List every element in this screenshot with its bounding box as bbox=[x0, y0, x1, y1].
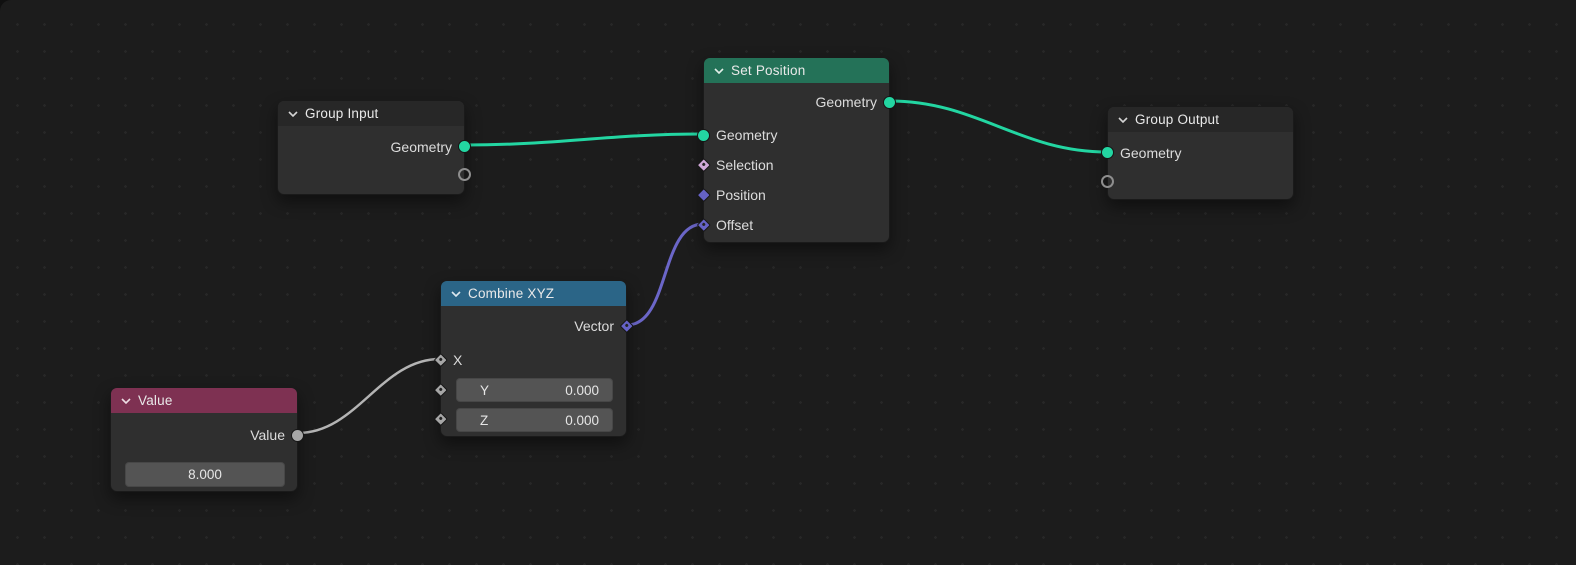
node-title: Value bbox=[138, 393, 173, 408]
node-title: Set Position bbox=[731, 63, 806, 78]
node-title: Group Input bbox=[305, 106, 379, 121]
offset-input-socket[interactable] bbox=[697, 218, 711, 232]
vector-output-socket[interactable] bbox=[619, 319, 633, 333]
geometry-input-socket[interactable] bbox=[697, 129, 710, 142]
chevron-down-icon[interactable] bbox=[288, 110, 298, 117]
node-group-input[interactable]: Group Input Geometry bbox=[277, 100, 471, 195]
wire-groupinput-to-setposition bbox=[464, 132, 704, 147]
field-value: 8.000 bbox=[188, 467, 222, 482]
socket-row-position-input: Position bbox=[697, 180, 889, 210]
socket-label: Selection bbox=[716, 157, 774, 173]
socket-row-x-input: X bbox=[434, 345, 626, 375]
z-input-socket[interactable] bbox=[434, 412, 448, 426]
geometry-output-socket[interactable] bbox=[458, 140, 471, 153]
socket-label: Position bbox=[716, 187, 766, 203]
node-combine-xyz[interactable]: Combine XYZ Vector X Y 0.000 Z 0.000 bbox=[434, 280, 633, 437]
socket-label: Geometry bbox=[1120, 145, 1182, 161]
node-group-output[interactable]: Group Output Geometry bbox=[1101, 106, 1294, 200]
node-title: Group Output bbox=[1135, 112, 1220, 127]
socket-row-geometry-output: Geometry bbox=[278, 132, 471, 162]
y-input-socket[interactable] bbox=[434, 383, 448, 397]
socket-row-offset-input: Offset bbox=[697, 210, 889, 240]
node-combine-xyz-header[interactable]: Combine XYZ bbox=[441, 281, 626, 306]
value-field[interactable]: 8.000 bbox=[125, 462, 285, 487]
field-value: 0.000 bbox=[565, 412, 599, 428]
chevron-down-icon[interactable] bbox=[714, 67, 724, 74]
y-value-field[interactable]: Y 0.000 bbox=[456, 378, 613, 402]
socket-row-selection-input: Selection bbox=[697, 150, 889, 180]
node-title: Combine XYZ bbox=[468, 286, 555, 301]
socket-label: X bbox=[453, 352, 463, 368]
socket-row-geometry-input: Geometry bbox=[1101, 138, 1293, 168]
socket-label: Geometry bbox=[815, 94, 877, 110]
virtual-input-socket[interactable] bbox=[1101, 175, 1114, 188]
node-value-header[interactable]: Value bbox=[111, 388, 297, 413]
socket-row-value-output: Value bbox=[111, 420, 304, 450]
chevron-down-icon[interactable] bbox=[121, 397, 131, 404]
field-label: Y bbox=[480, 382, 490, 398]
node-set-position[interactable]: Set Position Geometry Geometry Selection… bbox=[697, 57, 896, 243]
node-group-input-header[interactable]: Group Input bbox=[278, 101, 464, 126]
socket-row-geometry-output: Geometry bbox=[704, 87, 896, 117]
chevron-down-icon[interactable] bbox=[451, 290, 461, 297]
node-set-position-header[interactable]: Set Position bbox=[704, 58, 889, 83]
socket-label: Geometry bbox=[716, 127, 778, 143]
node-group-output-header[interactable]: Group Output bbox=[1108, 107, 1293, 132]
geometry-input-socket[interactable] bbox=[1101, 146, 1114, 159]
socket-label: Offset bbox=[716, 217, 754, 233]
wire-combinexyz-to-offset bbox=[626, 222, 704, 327]
node-value[interactable]: Value Value 8.000 bbox=[110, 387, 304, 492]
chevron-down-icon[interactable] bbox=[1118, 116, 1128, 123]
z-value-field[interactable]: Z 0.000 bbox=[456, 408, 613, 432]
wire-value-to-x bbox=[297, 357, 441, 435]
x-input-socket[interactable] bbox=[434, 353, 448, 367]
field-value: 0.000 bbox=[565, 382, 599, 398]
position-input-socket[interactable] bbox=[697, 188, 711, 202]
field-label: Z bbox=[480, 412, 489, 428]
socket-label: Vector bbox=[574, 318, 614, 334]
socket-label: Value bbox=[250, 427, 285, 443]
virtual-output-socket[interactable] bbox=[458, 168, 471, 181]
value-output-socket[interactable] bbox=[291, 429, 304, 442]
socket-row-vector-output: Vector bbox=[441, 311, 633, 341]
geometry-output-socket[interactable] bbox=[883, 96, 896, 109]
socket-row-geometry-input: Geometry bbox=[697, 120, 889, 150]
socket-label: Geometry bbox=[390, 139, 452, 155]
wire-setposition-to-groupoutput bbox=[889, 99, 1108, 154]
selection-input-socket[interactable] bbox=[697, 158, 711, 172]
